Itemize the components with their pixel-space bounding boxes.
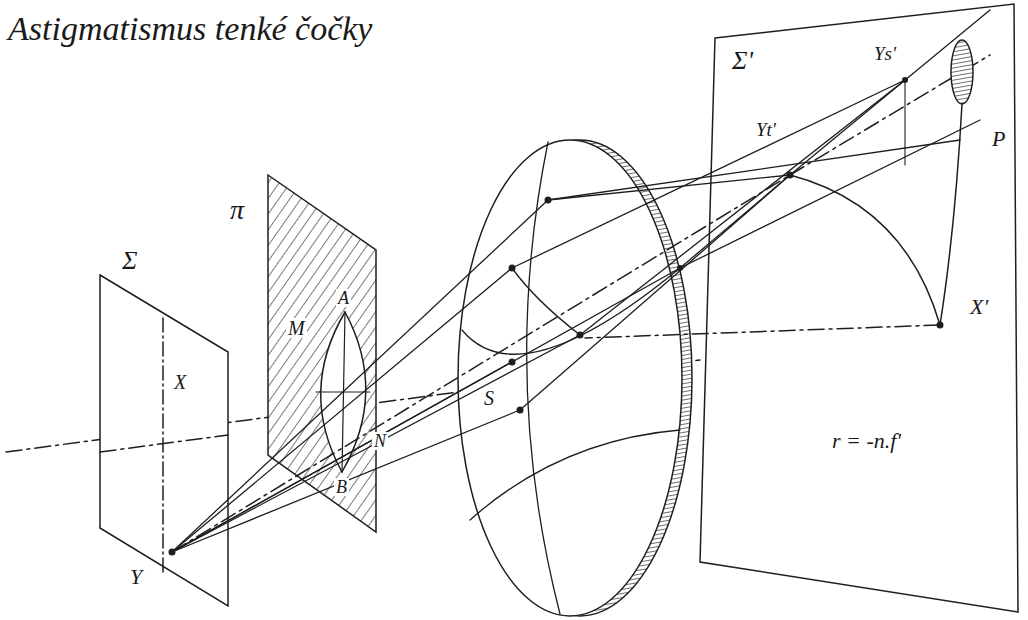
aperture-plane	[268, 175, 376, 532]
point-label: A	[336, 289, 351, 307]
object-line	[162, 318, 164, 572]
point-label: B	[334, 478, 349, 496]
sagittal-field	[940, 104, 962, 325]
point-label: S	[482, 388, 496, 408]
tangential-field	[790, 175, 940, 325]
point-label: Σ	[120, 248, 139, 274]
points	[169, 77, 944, 556]
point-label: N	[372, 432, 388, 450]
point-label: Ys'	[872, 44, 898, 63]
point-label: X'	[968, 296, 990, 318]
point-label: Σ'	[730, 48, 755, 74]
point-label: r = -n.f'	[830, 430, 903, 452]
point-label: M	[286, 318, 307, 338]
point-label: X	[172, 372, 188, 392]
point-label: π	[228, 196, 246, 224]
point-label: Yt'	[754, 120, 778, 139]
optical-axis	[100, 435, 228, 452]
thin-lens	[458, 140, 682, 616]
rays	[172, 10, 990, 552]
point-label: P	[990, 128, 1007, 150]
blur-ellipse	[951, 40, 973, 104]
chief-ray	[172, 175, 790, 552]
diagram-title: Astigmatismus tenké čočky	[6, 12, 374, 46]
point-label: Y	[128, 566, 144, 588]
object-plane	[100, 275, 228, 606]
image-plane	[700, 4, 1018, 612]
